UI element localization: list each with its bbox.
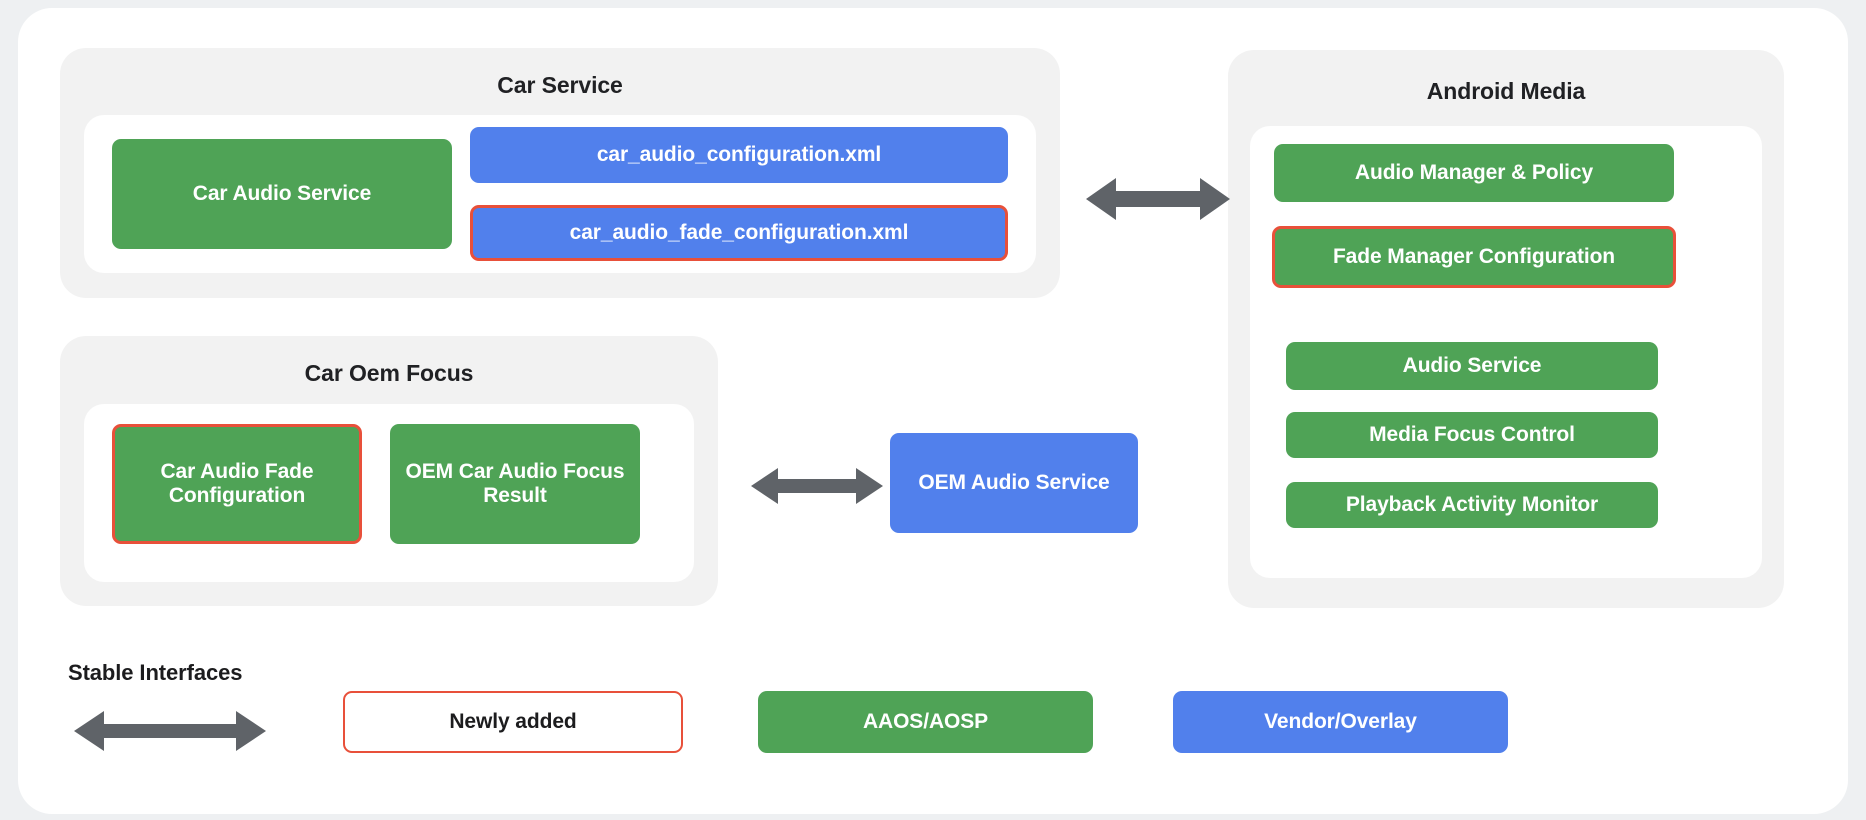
node-oem-audio-service[interactable]: OEM Audio Service — [890, 433, 1138, 533]
node-car-audio-fade-configuration[interactable]: Car Audio Fade Configuration — [112, 424, 362, 544]
group-android-media: Android Media Audio Manager & Policy Fad… — [1228, 50, 1784, 608]
diagram-board: Car Service Car Audio Service car_audio_… — [18, 8, 1848, 814]
group-android-media-title: Android Media — [1426, 78, 1586, 104]
node-car-audio-configuration-xml[interactable]: car_audio_configuration.xml — [470, 127, 1008, 183]
node-playback-activity-monitor[interactable]: Playback Activity Monitor — [1286, 482, 1658, 528]
car-service-inner-card: Car Audio Service car_audio_configuratio… — [84, 115, 1036, 273]
legend-stable-interfaces-arrow-icon — [74, 708, 266, 754]
node-car-audio-fade-configuration-xml[interactable]: car_audio_fade_configuration.xml — [470, 205, 1008, 261]
group-car-service: Car Service Car Audio Service car_audio_… — [60, 48, 1060, 298]
legend-aaos-aosp[interactable]: AAOS/AOSP — [758, 691, 1093, 753]
car-oem-focus-inner-card: Car Audio Fade Configuration OEM Car Aud… — [84, 404, 694, 582]
legend-vendor-overlay[interactable]: Vendor/Overlay — [1173, 691, 1508, 753]
node-audio-service[interactable]: Audio Service — [1286, 342, 1658, 390]
arrow-car-oem-focus-to-oem-audio-service — [751, 464, 883, 508]
node-fade-manager-configuration[interactable]: Fade Manager Configuration — [1272, 226, 1676, 288]
arrow-car-service-to-android-media — [1086, 174, 1230, 224]
legend-stable-interfaces-label: Stable Interfaces — [68, 660, 243, 685]
node-media-focus-control[interactable]: Media Focus Control — [1286, 412, 1658, 458]
group-car-service-title: Car Service — [497, 72, 623, 98]
group-car-oem-focus-title: Car Oem Focus — [304, 360, 474, 386]
legend-newly-added[interactable]: Newly added — [343, 691, 683, 753]
android-media-inner-card: Audio Manager & Policy Fade Manager Conf… — [1250, 126, 1762, 578]
node-audio-manager-policy[interactable]: Audio Manager & Policy — [1274, 144, 1674, 202]
group-car-oem-focus: Car Oem Focus Car Audio Fade Configurati… — [60, 336, 718, 606]
node-car-audio-service[interactable]: Car Audio Service — [112, 139, 452, 249]
node-oem-car-audio-focus-result[interactable]: OEM Car Audio Focus Result — [390, 424, 640, 544]
